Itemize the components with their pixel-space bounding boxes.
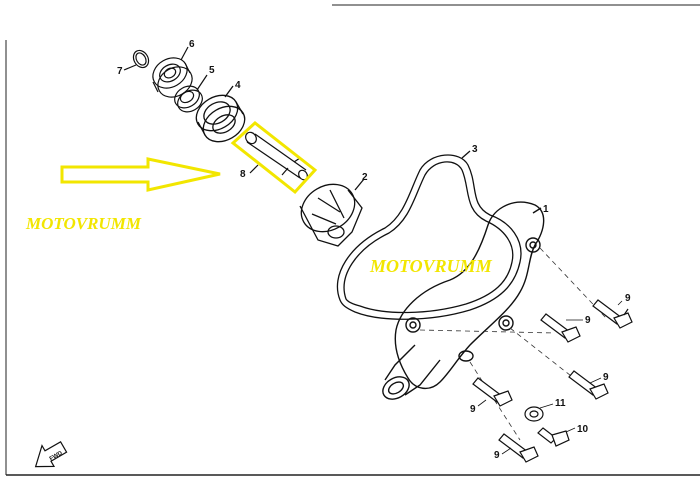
part-impeller [299,178,365,247]
watermark-left: MOTOVRUMM [25,214,142,233]
bolt-4 [472,377,513,407]
part-pump-cover [382,201,545,400]
callout-7: 7 [117,66,123,77]
callout-10: 10 [577,424,589,435]
leader-lines [477,300,623,455]
callout-6: 6 [189,39,195,50]
callout-9-a: 9 [625,293,631,304]
watermark-center: MOTOVRUMM [369,256,493,276]
page-frame [5,4,700,476]
bolt-2 [540,313,581,343]
bolt-5 [498,433,539,463]
bolt-3 [568,370,609,400]
part-bearing [152,46,193,98]
callout-11: 11 [555,398,566,409]
callout-8: 8 [240,169,246,180]
callout-2: 2 [362,172,368,183]
part-gasket [336,150,522,320]
callout-3: 3 [472,144,478,155]
bolt-group [472,299,633,463]
callout-labels: 1 2 3 4 5 6 7 8 9 9 9 9 9 11 10 [117,39,631,461]
part-circlip [123,49,150,71]
part-drain-bolt [537,427,570,447]
part-mechanical-seal [195,85,246,143]
callout-5: 5 [209,65,215,76]
alignment-lines [419,247,607,441]
callout-4: 4 [235,80,241,91]
fwd-arrow-icon: FWD [34,440,68,468]
pointer-arrow [60,157,221,192]
callout-9-e: 9 [494,450,500,461]
part-seal-ring [174,74,208,113]
part-washer [524,406,544,422]
bolt-1 [592,299,633,329]
callout-9-b: 9 [585,315,591,326]
highlight-box [230,121,318,195]
callout-9-d: 9 [470,404,476,415]
callout-1: 1 [543,204,549,215]
callout-9-c: 9 [603,372,609,383]
